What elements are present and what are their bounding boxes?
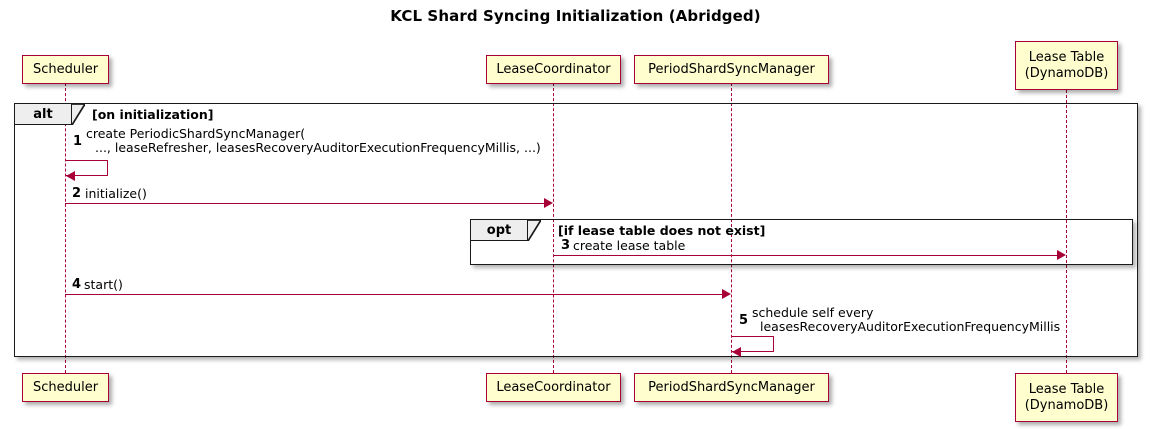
message-2-arrowhead (544, 198, 553, 208)
lifeline-leasecoordinator (553, 83, 554, 373)
participant-scheduler-bottom-label: Scheduler (32, 379, 99, 395)
participant-periodshardsyncmanager-bottom[interactable]: PeriodShardSyncManager (634, 373, 829, 402)
diagram-title: KCL Shard Syncing Initialization (Abridg… (390, 7, 761, 25)
message-3-line (553, 255, 1057, 256)
message-4-arrowhead (722, 289, 731, 299)
participant-periodshardsyncmanager-top-label: PeriodShardSyncManager (648, 61, 815, 77)
participant-scheduler-bottom[interactable]: Scheduler (22, 373, 109, 402)
message-1-label-line1: create PeriodicShardSyncManager( (86, 126, 306, 141)
message-1-self-loop (65, 160, 108, 176)
fragment-alt-keyword: alt (15, 104, 72, 125)
participant-leasetable-bottom[interactable]: Lease Table (DynamoDB) (1015, 373, 1118, 422)
fragment-opt (470, 219, 1133, 265)
message-1-label-line2: ..., leaseRefresher, leasesRecoveryAudit… (95, 140, 541, 155)
participant-leasecoordinator-top-label: LeaseCoordinator (496, 61, 611, 77)
message-1-number: 1 (73, 134, 83, 149)
fragment-alt-guard: [on initialization] (92, 107, 214, 122)
message-5-self-loop (731, 336, 774, 352)
participant-leasecoordinator-bottom-label: LeaseCoordinator (496, 379, 611, 395)
message-5-arrowhead (732, 347, 741, 357)
lifeline-periodshardsyncmanager (731, 83, 732, 373)
participant-leasetable-bottom-label: Lease Table (1028, 381, 1105, 397)
participant-leasecoordinator-bottom[interactable]: LeaseCoordinator (486, 373, 621, 402)
participant-leasetable-top-label: Lease Table (1028, 49, 1105, 65)
participant-scheduler-top-label: Scheduler (32, 61, 99, 77)
fragment-alt-tab-corner (72, 104, 85, 125)
participant-periodshardsyncmanager-top[interactable]: PeriodShardSyncManager (634, 55, 829, 84)
lifeline-leasetable (1066, 90, 1067, 373)
message-1-arrowhead (66, 171, 75, 181)
message-5-number: 5 (739, 313, 749, 328)
message-4-line (65, 294, 722, 295)
message-4-label: start() (84, 277, 123, 292)
message-4-number: 4 (72, 277, 82, 292)
fragment-alt (14, 103, 1138, 357)
message-3-label: create lease table (573, 238, 686, 253)
participant-periodshardsyncmanager-bottom-label: PeriodShardSyncManager (648, 379, 815, 395)
message-3-arrowhead (1057, 250, 1066, 260)
participant-scheduler-top[interactable]: Scheduler (22, 55, 109, 84)
message-2-number: 2 (72, 186, 82, 201)
fragment-opt-tab-corner (528, 220, 541, 241)
fragment-opt-keyword: opt (471, 220, 528, 241)
fragment-opt-guard: [if lease table does not exist] (558, 223, 766, 238)
participant-leasecoordinator-top[interactable]: LeaseCoordinator (486, 55, 621, 84)
message-5-label-line2: leasesRecoveryAuditorExecutionFrequencyM… (760, 319, 1061, 334)
message-3-number: 3 (561, 238, 571, 253)
lifeline-scheduler (65, 83, 66, 373)
participant-leasetable-top-label2: (DynamoDB) (1024, 65, 1109, 81)
participant-leasetable-top[interactable]: Lease Table (DynamoDB) (1015, 41, 1118, 90)
message-2-line (65, 203, 544, 204)
participant-leasetable-bottom-label2: (DynamoDB) (1024, 397, 1109, 413)
message-2-label: initialize() (85, 186, 147, 201)
message-5-label-line1: schedule self every (752, 305, 874, 320)
